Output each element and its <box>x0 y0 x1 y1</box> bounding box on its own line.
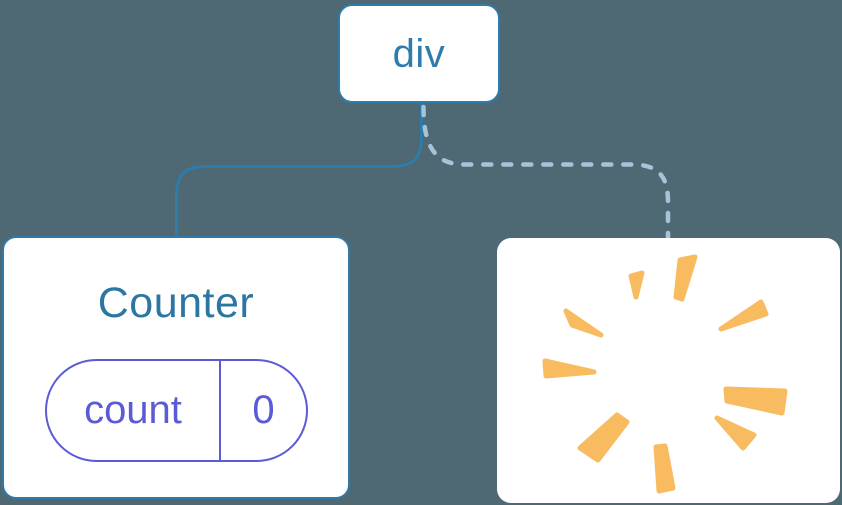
state-value-label: 0 <box>252 388 275 432</box>
counter-title: Counter <box>97 279 255 327</box>
state-key-label: count <box>47 361 221 460</box>
tree-node-removed <box>497 238 840 503</box>
tree-node-counter: Counter count 0 <box>2 236 350 499</box>
node-div-label: div <box>392 31 446 76</box>
tree-node-div: div <box>338 4 500 103</box>
poof-icon <box>542 254 788 494</box>
edge-div-to-removed <box>421 104 671 243</box>
edge-div-to-counter <box>175 103 423 238</box>
state-pill: count 0 <box>45 359 308 462</box>
